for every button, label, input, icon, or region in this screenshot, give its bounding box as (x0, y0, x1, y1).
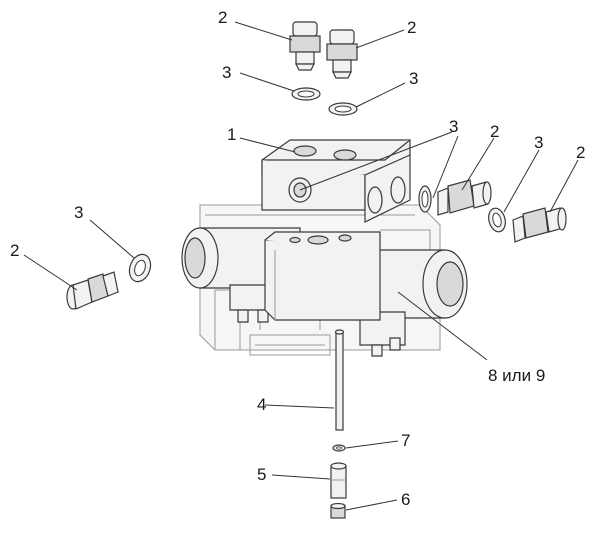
top-fitting-right (326, 29, 358, 79)
label-item-3-right-outer: 3 (534, 133, 543, 152)
label-item-8-or-9: 8 или 9 (488, 366, 545, 385)
label-item-3-manifold: 3 (449, 117, 458, 136)
pin-rod (334, 329, 345, 431)
washer (332, 444, 346, 452)
label-item-6: 6 (401, 490, 410, 509)
label-item-2-right-outer: 2 (576, 143, 585, 162)
top-seal-right (328, 102, 358, 116)
spacer-sleeve (330, 462, 347, 499)
left-seal (128, 253, 152, 283)
right-seal-outer (488, 207, 506, 233)
right-fitting-outer (512, 207, 567, 243)
label-item-3-top-left: 3 (222, 63, 231, 82)
label-item-4: 4 (257, 395, 266, 414)
right-seal-inner (418, 185, 432, 213)
label-item-7: 7 (401, 431, 410, 450)
top-seal-left (291, 87, 321, 101)
nut (330, 502, 346, 519)
left-fitting (66, 271, 119, 310)
label-item-2-top-left: 2 (218, 8, 227, 27)
leader-lines (23, 21, 579, 511)
label-item-3-top-right: 3 (409, 69, 418, 88)
callout-labels: 2 2 3 3 1 3 2 3 2 3 2 8 или 9 4 7 5 6 (10, 8, 585, 509)
manifold-block (261, 139, 411, 223)
label-item-2-right-inner: 2 (490, 122, 499, 141)
right-fitting-inner (437, 179, 492, 216)
label-item-1: 1 (227, 125, 236, 144)
label-item-3-left: 3 (74, 203, 83, 222)
label-item-2-top-right: 2 (407, 18, 416, 37)
top-fitting-left (289, 21, 321, 71)
label-item-2-left: 2 (10, 241, 19, 260)
center-valve-block (264, 231, 381, 321)
label-item-5: 5 (257, 465, 266, 484)
